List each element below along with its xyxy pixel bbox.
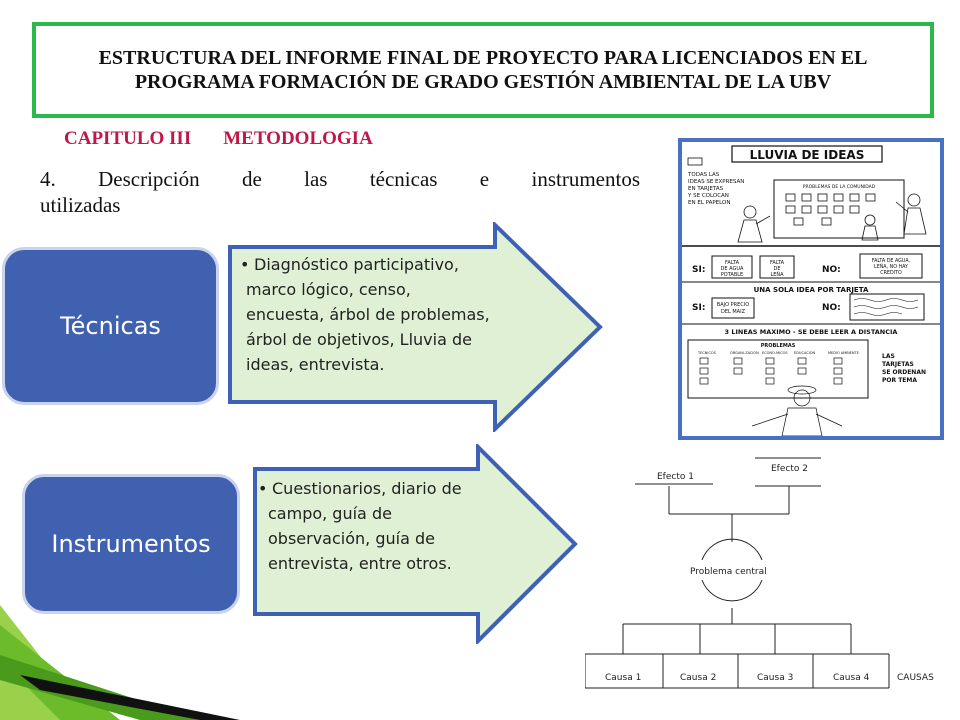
tecnicas-label: Técnicas bbox=[60, 312, 161, 340]
instrumentos-list: •Cuestionarios, diario de campo, guía de… bbox=[258, 476, 462, 576]
tecnicas-line-1: •Diagnóstico participativo, bbox=[240, 255, 459, 274]
causas-label: CAUSAS bbox=[897, 673, 934, 683]
chapter-number: CAPITULO III bbox=[64, 128, 192, 149]
illus-note1-a: TODAS LAS bbox=[687, 172, 720, 178]
svg-text:FALTA DE AGUA,: FALTA DE AGUA, bbox=[872, 258, 911, 264]
causa-2-label: Causa 2 bbox=[680, 673, 716, 683]
svg-text:DEL MAIZ: DEL MAIZ bbox=[721, 309, 746, 315]
svg-text:EDUCACION: EDUCACION bbox=[794, 351, 815, 355]
tecnicas-list: •Diagnóstico participativo, marco lógico… bbox=[240, 252, 490, 377]
causa-4-label: Causa 4 bbox=[833, 673, 870, 683]
svg-text:MEDIO AMBIENTE: MEDIO AMBIENTE bbox=[828, 351, 859, 355]
svg-text:ORGANI-ZACION: ORGANI-ZACION bbox=[730, 351, 759, 355]
lluvia-illustration-drawing: LLUVIA DE IDEAS TODAS LAS IDEAS SE EXPRE… bbox=[682, 145, 940, 437]
illus-note1-b: IDEAS SE EXPRESAN bbox=[688, 179, 744, 185]
illus-title: LLUVIA DE IDEAS bbox=[750, 148, 865, 162]
illus-rule1: UNA SOLA IDEA POR TARJETA bbox=[754, 286, 869, 294]
tecnicas-arrow-shape bbox=[228, 222, 603, 432]
chapter-name: METODOLOGIA bbox=[223, 128, 373, 149]
svg-text:BAJO PRECIO: BAJO PRECIO bbox=[717, 302, 749, 308]
causa-1-label: Causa 1 bbox=[605, 673, 641, 683]
efecto-2-label: Efecto 2 bbox=[771, 464, 808, 474]
svg-text:POR TEMA: POR TEMA bbox=[882, 377, 917, 384]
illus-board-title: PROBLEMAS DE LA COMUNIDAD bbox=[803, 184, 876, 190]
svg-text:LEÑA, NO HAY: LEÑA, NO HAY bbox=[874, 263, 908, 270]
illus-si-1: SI: bbox=[692, 265, 705, 275]
instrumentos-line-1: •Cuestionarios, diario de bbox=[258, 479, 462, 498]
tecnicas-line-4: árbol de objetivos, Lluvia de bbox=[246, 330, 472, 349]
svg-text:FALTA: FALTA bbox=[770, 260, 785, 266]
lluvia-de-ideas-illustration: LLUVIA DE IDEAS TODAS LAS IDEAS SE EXPRE… bbox=[678, 138, 944, 440]
title-box: ESTRUCTURA DEL INFORME FINAL DE PROYECTO… bbox=[32, 22, 934, 118]
section-heading-line1: 4. Descripción de las técnicas e instrum… bbox=[40, 167, 640, 191]
chapter-heading: CAPITULO III METODOLOGIA bbox=[64, 128, 373, 150]
instrumentos-pill: Instrumentos bbox=[22, 474, 240, 614]
instrumentos-line-4: entrevista, entre otros. bbox=[268, 554, 452, 573]
illus-rule2: 3 LINEAS MAXIMO - SE DEBE LEER A DISTANC… bbox=[725, 328, 898, 336]
instrumentos-line-2: campo, guía de bbox=[268, 504, 392, 523]
instrumentos-line-3: observación, guía de bbox=[268, 529, 435, 548]
svg-text:FALTA: FALTA bbox=[725, 260, 740, 266]
illus-note1-c: EN TARJETAS bbox=[688, 186, 724, 192]
instrumentos-label: Instrumentos bbox=[51, 530, 211, 558]
problem-tree: Efecto 1 Efecto 2 Problema central Causa… bbox=[585, 457, 934, 689]
svg-text:DE AGUA: DE AGUA bbox=[721, 266, 744, 272]
svg-text:POTABLE: POTABLE bbox=[721, 272, 743, 278]
section-heading: 4. Descripción de las técnicas e instrum… bbox=[40, 166, 640, 218]
document-title: ESTRUCTURA DEL INFORME FINAL DE PROYECTO… bbox=[98, 47, 868, 93]
svg-text:TECNICOS: TECNICOS bbox=[697, 351, 717, 355]
instrumentos-arrow-shape bbox=[253, 444, 578, 644]
efecto-1-label: Efecto 1 bbox=[657, 472, 694, 482]
section-heading-line2: utilizadas bbox=[40, 193, 121, 217]
svg-text:DE: DE bbox=[773, 266, 780, 272]
svg-text:LAS: LAS bbox=[882, 353, 895, 360]
illus-no-2: NO: bbox=[822, 303, 841, 313]
causa-3-label: Causa 3 bbox=[757, 673, 793, 683]
illus-si-2: SI: bbox=[692, 303, 705, 313]
illus-note1-d: Y SE COLOCAN bbox=[687, 193, 729, 199]
decorative-corner-stripes bbox=[0, 605, 240, 720]
svg-text:LEÑA: LEÑA bbox=[770, 271, 784, 278]
svg-text:CREDITO: CREDITO bbox=[880, 270, 902, 276]
illus-note1-e: EN EL PAPELON bbox=[688, 200, 730, 206]
tecnicas-line-3: encuesta, árbol de problemas, bbox=[246, 305, 490, 324]
tecnicas-pill: Técnicas bbox=[2, 247, 219, 405]
tecnicas-line-2: marco lógico, censo, bbox=[246, 280, 411, 299]
svg-text:ECONO-MICOS: ECONO-MICOS bbox=[762, 351, 788, 355]
svg-text:SE ORDENAN: SE ORDENAN bbox=[882, 369, 926, 376]
problema-central-label: Problema central bbox=[690, 567, 767, 577]
svg-text:TARJETAS: TARJETAS bbox=[882, 361, 914, 368]
illus-no-1: NO: bbox=[822, 265, 841, 275]
illus-board2: PROBLEMAS bbox=[761, 343, 796, 349]
tecnicas-line-5: ideas, entrevista. bbox=[246, 355, 385, 374]
